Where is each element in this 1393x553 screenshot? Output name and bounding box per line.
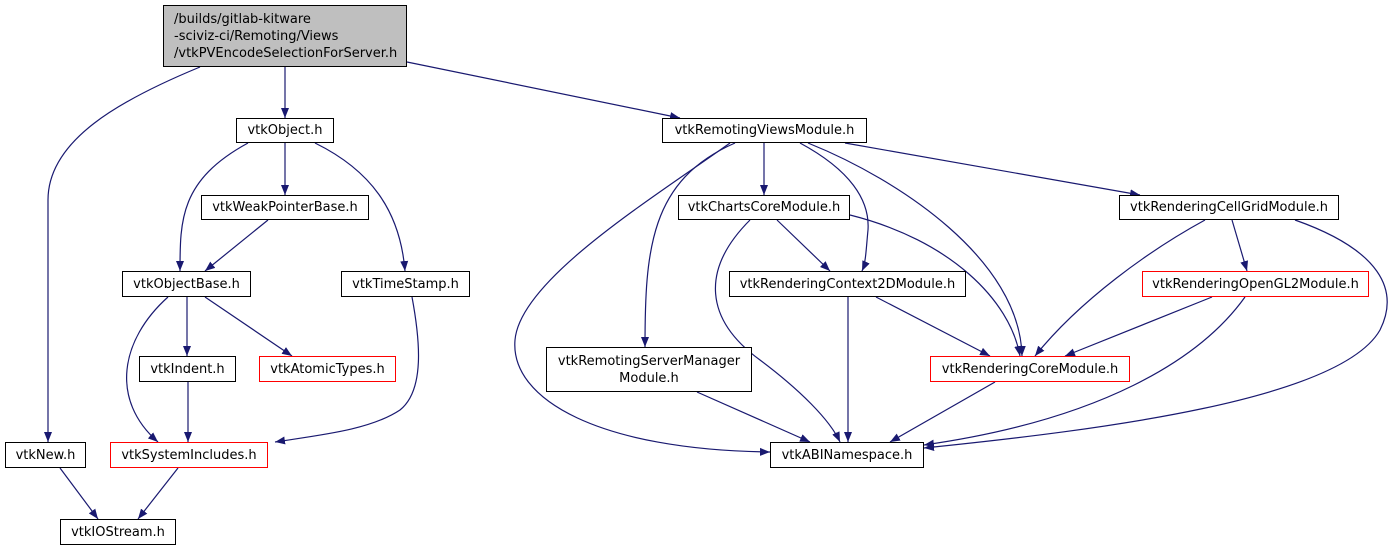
node-label: vtkObject.h [247, 123, 323, 138]
edge-vtkChartsCoreModule-to-vtkRenderingCoreModule [849, 214, 1023, 357]
node-vtkAtomicTypes[interactable]: vtkAtomicTypes.h [259, 356, 396, 382]
node-label: /builds/gitlab-kitware -sciviz-ci/Remoti… [174, 11, 398, 61]
edge-vtkRenderingCellGridModule-to-vtkABINamespace [923, 219, 1388, 451]
edge-vtkNew-to-vtkIOStream [59, 467, 99, 520]
edge-vtkChartsCoreModule-to-vtkABINamespace [715, 219, 841, 443]
node-vtkRenderingOpenGL2Module[interactable]: vtkRenderingOpenGL2Module.h [1142, 271, 1369, 297]
node-root: /builds/gitlab-kitware -sciviz-ci/Remoti… [163, 5, 407, 67]
node-vtkIndent[interactable]: vtkIndent.h [139, 356, 236, 382]
edge-vtkChartsCoreModule-to-vtkRenderingContext2DModule [776, 219, 831, 272]
edge-vtkObject-to-vtkTimeStamp [314, 142, 409, 272]
node-label: vtkObjectBase.h [133, 276, 240, 292]
edge-vtkRenderingCoreModule-to-vtkABINamespace [889, 381, 996, 443]
node-label: vtkChartsCoreModule.h [687, 200, 841, 215]
node-vtkObjectBase[interactable]: vtkObjectBase.h [122, 271, 251, 297]
node-vtkSystemIncludes[interactable]: vtkSystemIncludes.h [110, 442, 268, 468]
node-label: vtkIndent.h [150, 361, 225, 377]
edge-vtkRenderingCellGridModule-to-vtkRenderingCoreModule [1034, 219, 1206, 357]
edge-vtkRemotingViewsModule-to-vtkRemotingServerManagerModule [641, 142, 736, 348]
node-vtkRemotingViewsModule[interactable]: vtkRemotingViewsModule.h [662, 118, 867, 143]
node-vtkIOStream[interactable]: vtkIOStream.h [60, 519, 176, 545]
node-vtkChartsCoreModule[interactable]: vtkChartsCoreModule.h [678, 195, 850, 220]
node-vtkRenderingCoreModule[interactable]: vtkRenderingCoreModule.h [930, 356, 1130, 382]
edge-vtkRemotingViewsModule-to-vtkRenderingContext2DModule [799, 142, 870, 272]
edge-vtkWeakPointerBase-to-vtkObjectBase [204, 219, 269, 272]
node-label: vtkRenderingCoreModule.h [941, 361, 1119, 377]
node-label: vtkRenderingContext2DModule.h [739, 276, 956, 292]
node-label: vtkRemotingViewsModule.h [674, 123, 855, 138]
node-label: vtkRenderingCellGridModule.h [1130, 200, 1328, 215]
edge-vtkRenderingOpenGL2Module-to-vtkABINamespace [923, 296, 1246, 448]
edge-vtkSystemIncludes-to-vtkIOStream [137, 467, 179, 520]
node-label: vtkWeakPointerBase.h [212, 200, 358, 215]
node-label: vtkRenderingOpenGL2Module.h [1152, 276, 1359, 292]
edge-vtkRemotingViewsModule-to-vtkRenderingCoreModule [807, 142, 1026, 357]
node-vtkWeakPointerBase[interactable]: vtkWeakPointerBase.h [201, 195, 369, 220]
edge-root-to-vtkRemotingViewsModule [406, 61, 681, 120]
node-vtkObject[interactable]: vtkObject.h [236, 118, 334, 143]
edge-vtkRemotingViewsModule-to-vtkRenderingCellGridModule [844, 142, 1141, 198]
node-vtkNew[interactable]: vtkNew.h [5, 442, 86, 468]
node-vtkTimeStamp[interactable]: vtkTimeStamp.h [341, 271, 470, 297]
node-label: vtkAtomicTypes.h [270, 361, 385, 377]
node-label: vtkABINamespace.h [781, 447, 913, 463]
edge-vtkObject-to-vtkObjectBase [176, 142, 249, 272]
edge-vtkRenderingContext2DModule-to-vtkRenderingCoreModule [875, 296, 991, 357]
node-label: vtkTimeStamp.h [352, 276, 459, 292]
node-vtkRemotingServerManagerModule[interactable]: vtkRemotingServerManager Module.h [546, 347, 752, 392]
node-vtkABINamespace[interactable]: vtkABINamespace.h [770, 442, 924, 468]
node-label: vtkNew.h [15, 447, 76, 463]
edge-vtkRemotingServerManagerModule-to-vtkABINamespace [696, 391, 811, 443]
edge-vtkRenderingCellGridModule-to-vtkRenderingOpenGL2Module [1231, 219, 1249, 272]
node-label: vtkRemotingServerManager Module.h [557, 353, 741, 386]
edge-vtkRemotingViewsModule-to-vtkABINamespace [514, 142, 771, 456]
node-vtkRenderingContext2DModule[interactable]: vtkRenderingContext2DModule.h [729, 271, 966, 297]
edge-vtkObjectBase-to-vtkAtomicTypes [204, 296, 293, 357]
edge-vtkRenderingOpenGL2Module-to-vtkRenderingCoreModule [1064, 296, 1213, 357]
edge-vtkObjectBase-to-vtkSystemIncludes [126, 296, 169, 443]
node-vtkRenderingCellGridModule[interactable]: vtkRenderingCellGridModule.h [1119, 195, 1339, 220]
edge-root-to-vtkNew [44, 66, 201, 442]
node-label: vtkSystemIncludes.h [121, 447, 257, 463]
edge-vtkTimeStamp-to-vtkSystemIncludes [274, 296, 420, 445]
node-label: vtkIOStream.h [71, 524, 165, 540]
